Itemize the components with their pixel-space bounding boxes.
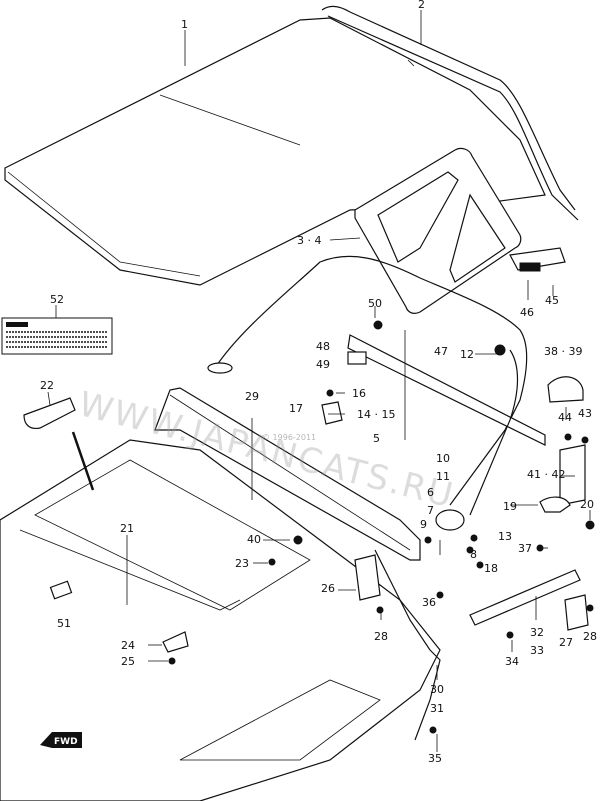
clip-14-15	[321, 401, 343, 425]
fwd-arrow-icon: FWD	[40, 732, 82, 748]
bracket-24	[162, 631, 189, 653]
label-26: 26	[321, 582, 335, 595]
clip-48-49	[347, 351, 367, 365]
part-labels: 1 2 3 · 4 5 6 7 8 9 10 11 12 13 14 · 15 …	[40, 0, 597, 765]
label-8: 8	[470, 548, 477, 561]
bracket-22	[23, 397, 76, 430]
label-5: 5	[373, 432, 380, 445]
label-17: 17	[289, 402, 303, 415]
hinge-26	[354, 554, 381, 601]
screw-18	[476, 561, 484, 569]
label-46: 46	[520, 306, 534, 319]
label-32: 32	[530, 626, 544, 639]
window-bracket	[509, 247, 566, 272]
label-37: 37	[518, 542, 532, 555]
label-44: 44	[558, 411, 572, 424]
bolt-12	[494, 344, 506, 356]
screw-25	[168, 657, 176, 665]
label-38-39: 38 · 39	[544, 345, 582, 358]
label-19: 19	[503, 500, 517, 513]
knob-10-11	[435, 509, 465, 531]
weatherstrip	[347, 334, 546, 446]
label-13: 13	[498, 530, 512, 543]
rear-frame	[154, 387, 421, 561]
label-6: 6	[427, 486, 434, 499]
bracket-38-39	[547, 376, 584, 403]
screw-43	[581, 436, 589, 444]
screw-28a	[376, 606, 384, 614]
cable-end-cap	[207, 362, 233, 374]
label-14-15: 14 · 15	[357, 408, 395, 421]
label-sticker-icon	[1, 317, 113, 355]
leader-lines	[47, 10, 591, 752]
label-43: 43	[578, 407, 592, 420]
label-1: 1	[181, 18, 188, 31]
label-50: 50	[368, 297, 382, 310]
label-51: 51	[57, 617, 71, 630]
label-52: 52	[50, 293, 64, 306]
fwd-text: FWD	[54, 737, 78, 747]
lower-rail	[469, 569, 581, 626]
label-20: 20	[580, 498, 594, 511]
side-strut	[469, 349, 519, 516]
side-rail	[374, 549, 441, 741]
screw-8	[466, 546, 474, 554]
label-49: 49	[316, 358, 330, 371]
label-10: 10	[436, 452, 450, 465]
roof-cable	[214, 255, 528, 506]
screw-16	[326, 389, 334, 397]
label-27: 27	[559, 636, 573, 649]
screw-13	[470, 534, 478, 542]
screw-9	[424, 536, 432, 544]
watermark-copyright: © 1996-2011	[262, 433, 316, 442]
side-window-frame	[354, 147, 522, 314]
screw-20	[585, 520, 595, 530]
label-30: 30	[430, 683, 444, 696]
label-3-4: 3 · 4	[297, 234, 322, 247]
label-51	[49, 580, 73, 600]
label-25: 25	[121, 655, 135, 668]
label-22: 22	[40, 379, 54, 392]
screw-36	[436, 591, 444, 599]
label-35: 35	[428, 752, 442, 765]
hook-19	[539, 496, 571, 513]
screw-34	[506, 631, 514, 639]
label-33: 33	[530, 644, 544, 657]
screw-44	[564, 433, 572, 441]
roof-panel	[4, 17, 546, 286]
rear-window-frame	[0, 439, 441, 801]
screw-35	[429, 726, 437, 734]
bracket-27	[564, 594, 589, 631]
label-9: 9	[420, 518, 427, 531]
label-48: 48	[316, 340, 330, 353]
label-18: 18	[484, 562, 498, 575]
label-41-42: 41 · 42	[527, 468, 565, 481]
label-40: 40	[247, 533, 261, 546]
roof-rail-molding	[321, 5, 579, 221]
bolt-40	[293, 535, 303, 545]
label-12: 12	[460, 348, 474, 361]
label-28-a: 28	[374, 630, 388, 643]
hinge-41-42	[559, 444, 586, 506]
screw-28b	[586, 604, 594, 612]
label-31: 31	[430, 702, 444, 715]
label-2: 2	[418, 0, 425, 11]
label-24: 24	[121, 639, 135, 652]
label-21: 21	[120, 522, 134, 535]
screw-23	[268, 558, 276, 566]
label-29: 29	[245, 390, 259, 403]
label-23: 23	[235, 557, 249, 570]
label-34: 34	[505, 655, 519, 668]
label-47: 47	[434, 345, 448, 358]
screw-50	[373, 320, 383, 330]
label-28-b: 28	[583, 630, 597, 643]
label-36: 36	[422, 596, 436, 609]
label-11: 11	[436, 470, 450, 483]
label-7: 7	[427, 504, 434, 517]
label-16: 16	[352, 387, 366, 400]
label-45: 45	[545, 294, 559, 307]
